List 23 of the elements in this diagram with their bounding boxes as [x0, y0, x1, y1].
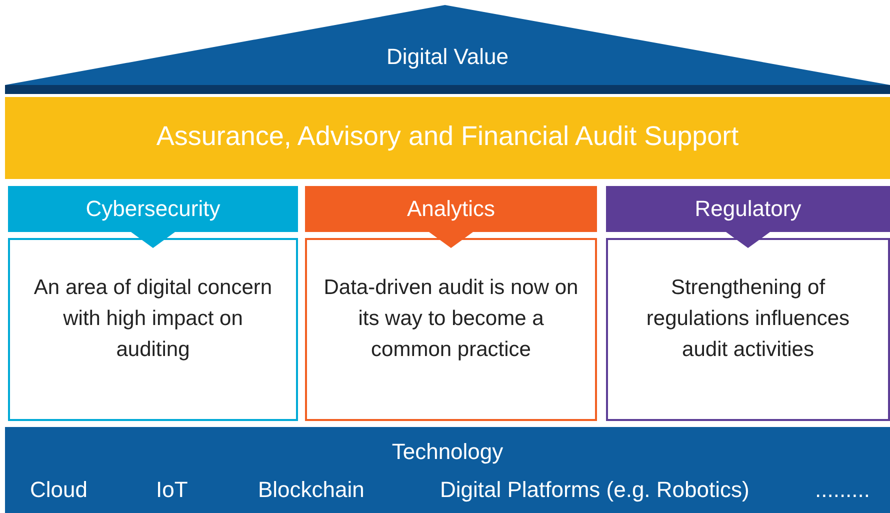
- column-description: Data-driven audit is now on its way to become a common practice: [322, 275, 580, 363]
- column-title: Regulatory: [694, 196, 802, 222]
- column-description: An area of digital concern with high impact on auditing: [32, 275, 274, 363]
- banner-band: [5, 97, 890, 179]
- column-body-box: [606, 238, 890, 421]
- technology-item: Cloud: [30, 477, 88, 503]
- technology-item: Blockchain: [258, 477, 364, 503]
- foundation-title: Technology: [390, 439, 504, 465]
- column-body-box: [305, 238, 597, 421]
- column-body-box: [8, 238, 298, 421]
- technology-item: .........: [815, 477, 870, 503]
- column-title: Analytics: [406, 196, 496, 222]
- foundation-band: [5, 427, 890, 513]
- column-description: Strengthening of regulations influences audit activities: [645, 275, 851, 363]
- column-header: [305, 186, 597, 248]
- column-header: [606, 186, 890, 248]
- banner-title: Assurance, Advisory and Financial Audit Support: [155, 121, 740, 152]
- column-title: Cybersecurity: [84, 196, 222, 222]
- technology-item: Digital Platforms (e.g. Robotics): [440, 477, 750, 503]
- roof-shape: [5, 5, 890, 85]
- column-header: [8, 186, 298, 248]
- technology-item: IoT: [156, 477, 188, 503]
- roof-title: Digital Value: [386, 44, 510, 70]
